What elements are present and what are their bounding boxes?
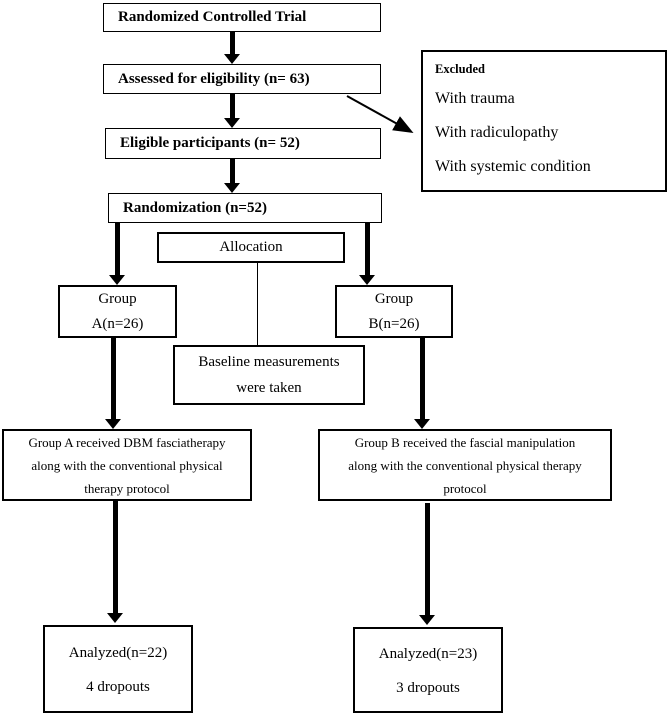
box-label: Randomization (n=52) — [123, 199, 267, 216]
arrow-randomization-to-group-a — [109, 223, 125, 285]
box-analyzed-a: Analyzed(n=22) 4 dropouts — [43, 625, 193, 713]
box-label-line: Group B received the fascial manipulatio… — [354, 434, 576, 450]
arrow-head-icon — [414, 419, 430, 429]
arrow-stem — [364, 223, 370, 275]
box-label-line: Analyzed(n=23) — [378, 646, 478, 662]
box-baseline-measurements: Baseline measurements were taken — [173, 345, 365, 405]
box-label-line: were taken — [236, 380, 302, 396]
connector-allocation-to-baseline — [257, 263, 258, 345]
box-label: Allocation — [219, 239, 283, 256]
arrow-group-a-to-treatment-a — [105, 338, 121, 429]
arrow-group-b-to-treatment-b — [414, 338, 430, 429]
arrow-head-icon — [224, 118, 240, 128]
arrow-head-icon — [105, 419, 121, 429]
arrow-stem — [229, 32, 235, 54]
box-label-line: therapy protocol — [84, 480, 170, 496]
box-allocation: Allocation — [157, 232, 345, 263]
arrow-stem — [419, 338, 425, 419]
arrow-head-icon — [107, 613, 123, 623]
arrow-stem — [114, 223, 120, 275]
arrow-head-icon — [419, 615, 435, 625]
arrow-randomization-to-group-b — [359, 223, 375, 285]
box-label-line: 4 dropouts — [86, 679, 150, 695]
box-label-line: Analyzed(n=22) — [68, 645, 168, 661]
arrow-stem — [229, 159, 235, 183]
arrow-head-icon — [359, 275, 375, 285]
box-group-b: Group B(n=26) — [335, 285, 453, 338]
box-analyzed-b: Analyzed(n=23) 3 dropouts — [353, 627, 503, 713]
box-label-line: protocol — [443, 480, 487, 496]
box-treatment-group-b: Group B received the fascial manipulatio… — [318, 429, 612, 501]
box-excluded: Excluded With trauma With radiculopathy … — [421, 50, 667, 192]
box-label-line: along with the conventional physical — [31, 457, 223, 473]
arrow-assessed-to-eligible — [224, 94, 240, 128]
arrow-stem — [229, 94, 235, 118]
box-label-line: B(n=26) — [368, 315, 420, 332]
arrow-stem — [424, 503, 430, 615]
excluded-item: With trauma — [435, 89, 515, 107]
box-label-line: Group — [374, 290, 414, 307]
box-label-line: A(n=26) — [91, 315, 144, 332]
box-label-line: Baseline measurements — [198, 354, 340, 370]
box-label-line: Group A received DBM fasciatherapy — [28, 434, 226, 450]
box-randomization: Randomization (n=52) — [108, 193, 382, 223]
box-label: Eligible participants (n= 52) — [120, 135, 300, 152]
box-randomized-controlled-trial: Randomized Controlled Trial — [103, 3, 381, 32]
arrow-head-icon — [109, 275, 125, 285]
box-label-line: 3 dropouts — [396, 680, 460, 696]
arrow-stem — [110, 338, 116, 419]
arrow-head-icon — [224, 183, 240, 193]
box-eligible-participants: Eligible participants (n= 52) — [105, 128, 381, 159]
box-label: Randomized Controlled Trial — [118, 9, 307, 26]
box-assessed-for-eligibility: Assessed for eligibility (n= 63) — [103, 64, 381, 94]
box-label: Assessed for eligibility (n= 63) — [118, 70, 310, 87]
box-label-line: along with the conventional physical the… — [348, 457, 582, 473]
arrow-stem — [112, 501, 118, 613]
excluded-item: With radiculopathy — [435, 123, 559, 141]
arrow-assessed-to-excluded — [346, 95, 414, 133]
arrow-treatment-a-to-analyzed-a — [107, 501, 123, 623]
arrow-head-icon — [224, 54, 240, 64]
excluded-title: Excluded — [435, 62, 486, 76]
excluded-item: With systemic condition — [435, 157, 591, 175]
arrow-rct-to-assessed — [224, 32, 240, 64]
arrow-eligible-to-randomization — [224, 159, 240, 193]
arrow-treatment-b-to-analyzed-b — [419, 503, 435, 625]
box-group-a: Group A(n=26) — [58, 285, 177, 338]
box-label-line: Group — [98, 290, 137, 307]
box-treatment-group-a: Group A received DBM fasciatherapy along… — [2, 429, 252, 501]
